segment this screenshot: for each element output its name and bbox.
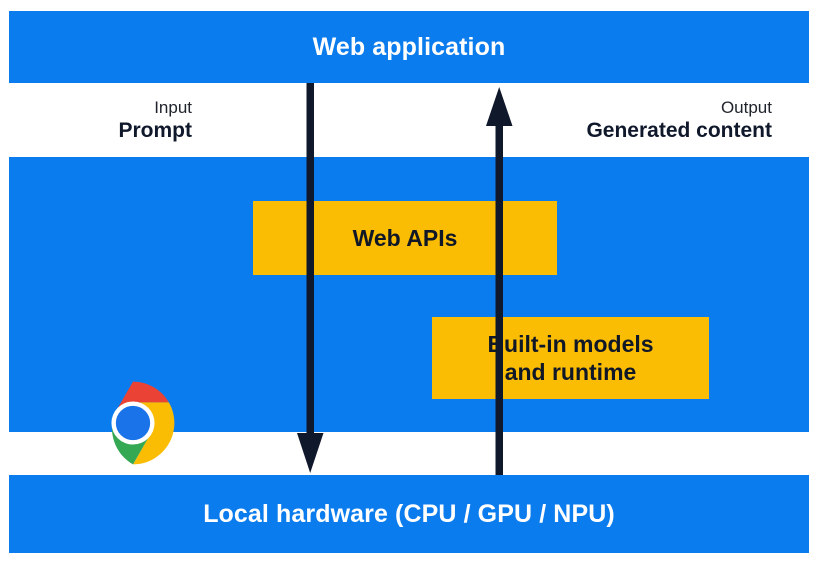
annotation-output: Output Generated content [520,97,772,144]
band-web-application-label: Web application [312,32,506,61]
annotation-input-kind: Input [154,98,192,117]
band-local-hardware: Local hardware (CPU / GPU / NPU) [9,475,809,553]
box-web-apis-label: Web APIs [352,224,458,251]
chrome-logo-icon [54,379,212,472]
box-builtin-models-line-1: Built-in models [487,330,654,357]
annotation-output-value: Generated content [586,119,772,143]
annotation-output-kind: Output [720,98,772,117]
box-web-apis: Web APIs [253,201,557,275]
box-builtin-models-label: Built-in models and runtime [487,330,653,386]
annotation-input: Input Prompt [12,97,193,144]
band-web-application: Web application [9,11,809,83]
box-builtin-models: Built-in models and runtime [432,317,709,399]
band-local-hardware-label: Local hardware (CPU / GPU / NPU) [203,499,615,528]
annotation-input-value: Prompt [118,119,193,143]
box-builtin-models-line-2: and runtime [504,359,637,385]
